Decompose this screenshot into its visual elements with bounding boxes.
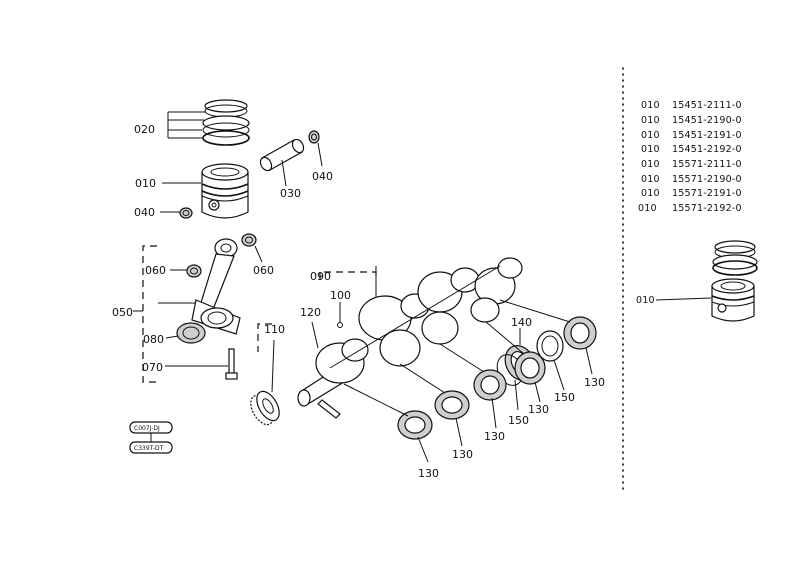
- leader-030: [281, 159, 287, 187]
- crank-guide-lines: [343, 299, 593, 463]
- callout-070: 070: [142, 361, 163, 374]
- piston[interactable]: [201, 163, 249, 219]
- leader-080: [165, 335, 179, 339]
- leader-010-inset: [655, 297, 712, 301]
- table-row-ref: 010: [641, 115, 660, 126]
- circlip-left[interactable]: [179, 207, 193, 219]
- leader-020: [167, 111, 206, 139]
- gear-key[interactable]: [317, 399, 341, 419]
- callout-010-inset: 010: [636, 295, 655, 306]
- bracket-110: [257, 323, 272, 352]
- table-row-ref: 010: [641, 159, 660, 170]
- stamp-lower: C339T-DT: [134, 445, 164, 452]
- callout-030: 030: [280, 187, 301, 200]
- crank-gear[interactable]: [246, 388, 284, 429]
- main-bearing-5[interactable]: [563, 316, 597, 350]
- table-row-ref: 010: [641, 174, 660, 185]
- main-bearing-2[interactable]: [434, 390, 470, 420]
- callout-150-b: 150: [554, 391, 575, 404]
- main-bearing-1[interactable]: [397, 410, 433, 440]
- leader-060b: [254, 245, 263, 263]
- circlip-right[interactable]: [308, 130, 320, 144]
- crankshaft[interactable]: [297, 257, 523, 407]
- table-row-ref: 010: [641, 188, 660, 199]
- table-row-part-no: 15451-2111-0: [672, 100, 742, 111]
- inset-piston[interactable]: [711, 278, 755, 322]
- table-row-part-no: 15571-2111-0: [672, 159, 742, 170]
- callout-150-a: 150: [508, 414, 529, 427]
- bracket-050: [142, 245, 157, 383]
- main-bearing-3[interactable]: [473, 369, 507, 401]
- bracket-090: [319, 271, 377, 280]
- table-row-part-no: 15571-2190-0: [672, 174, 742, 185]
- revision-stamps: C007J-DJ C339T-DT: [129, 421, 173, 454]
- small-end-bushing-right[interactable]: [241, 233, 257, 247]
- piston-pin[interactable]: [258, 137, 306, 172]
- callout-130-5: 130: [584, 376, 605, 389]
- callout-110: 110: [264, 323, 285, 336]
- callout-100: 100: [330, 289, 351, 302]
- table-row-part-no: 15451-2191-0: [672, 130, 742, 141]
- callout-120: 120: [300, 306, 321, 319]
- table-row-part-no: 15451-2192-0: [672, 144, 742, 155]
- callout-060-right: 060: [253, 264, 274, 277]
- piston-rings[interactable]: [202, 99, 250, 146]
- table-row-part-no: 15571-2191-0: [672, 188, 742, 199]
- callout-130-4: 130: [528, 403, 549, 416]
- stamp-upper: C007J-DJ: [134, 425, 160, 432]
- callout-130-1: 130: [418, 467, 439, 480]
- callout-040-right: 040: [312, 170, 333, 183]
- main-bearing-4[interactable]: [514, 351, 546, 385]
- small-end-bushing-left[interactable]: [186, 264, 202, 278]
- conrod-bolt[interactable]: [225, 348, 238, 380]
- callout-130-3: 130: [484, 430, 505, 443]
- callout-130-2: 130: [452, 448, 473, 461]
- table-row-part-no: 15571-2192-0: [672, 203, 742, 214]
- inset-piston-rings[interactable]: [712, 240, 758, 276]
- callout-080: 080: [143, 333, 164, 346]
- callout-040-left: 040: [134, 206, 155, 219]
- table-row-part-no: 15451-2190-0: [672, 115, 742, 126]
- table-row-ref: 010: [641, 130, 660, 141]
- table-row-ref: 010: [641, 100, 660, 111]
- table-row-ref: 010: [641, 144, 660, 155]
- callout-060-left: 060: [145, 264, 166, 277]
- crankpin-bearing[interactable]: [176, 322, 206, 344]
- callout-140: 140: [511, 316, 532, 329]
- thrust-bearing[interactable]: [536, 330, 564, 362]
- leader-040b: [317, 142, 323, 167]
- parts-table: 010 15451-2111-0 010 15451-2190-0 010 15…: [638, 100, 742, 214]
- table-row-ref: 010: [638, 203, 657, 214]
- dowel-pin[interactable]: [337, 322, 343, 328]
- leader-120: [311, 321, 319, 349]
- callout-020: 020: [134, 123, 155, 136]
- callout-050: 050: [112, 306, 133, 319]
- leader-110: [271, 339, 275, 393]
- connecting-rod[interactable]: [191, 238, 241, 335]
- callout-010: 010: [135, 177, 156, 190]
- callout-090: 090: [310, 270, 331, 283]
